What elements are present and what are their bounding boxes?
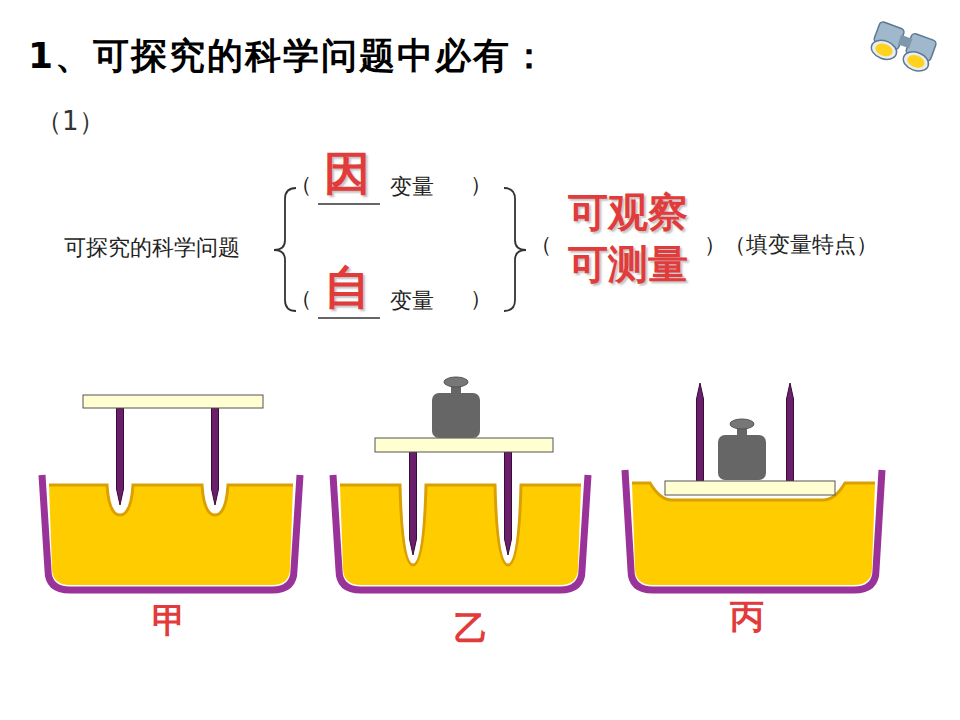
sand-surface [49, 485, 293, 515]
answer-text: 因 [324, 146, 370, 201]
nail [505, 452, 512, 555]
bracket: （ [530, 232, 552, 258]
weight [718, 419, 766, 480]
weight [432, 377, 480, 438]
board [665, 481, 835, 495]
right-brace [504, 188, 526, 311]
hint-label: （填变量特点） [724, 232, 878, 258]
board [375, 438, 553, 452]
bracket: ） [470, 286, 492, 312]
item-number: （1） [36, 106, 105, 137]
variable-label: 变量 [390, 288, 434, 314]
bracket: ） [704, 232, 726, 258]
container [42, 475, 300, 590]
nail [410, 452, 417, 555]
variable-label: 变量 [390, 174, 434, 200]
sand-surface [340, 485, 581, 565]
answer-underline [318, 203, 380, 205]
answer-text: 自 [324, 260, 370, 315]
bracket: （ [290, 286, 312, 312]
container [625, 470, 882, 590]
container [333, 475, 588, 590]
figure-label: 甲 [152, 600, 186, 641]
figure-label: 丙 [730, 596, 764, 637]
nail [212, 408, 219, 505]
bracket: ） [470, 172, 492, 198]
sand-fill [340, 485, 581, 585]
sand-fill [49, 485, 293, 585]
board [83, 395, 263, 408]
slide-title: 1、可探究的科学问题中必有： [28, 34, 549, 77]
answer-underline [318, 317, 380, 319]
nail [697, 383, 704, 481]
binoculars-icon [869, 21, 937, 74]
nail [117, 408, 124, 505]
figure-label: 乙 [454, 608, 488, 649]
nail [787, 383, 794, 481]
bracket: （ [290, 172, 312, 198]
answer-text: 可观察 可测量 [568, 186, 690, 290]
topic-label: 可探究的科学问题 [64, 235, 240, 261]
experiment-figures [42, 377, 882, 590]
sand-fill [632, 483, 875, 585]
